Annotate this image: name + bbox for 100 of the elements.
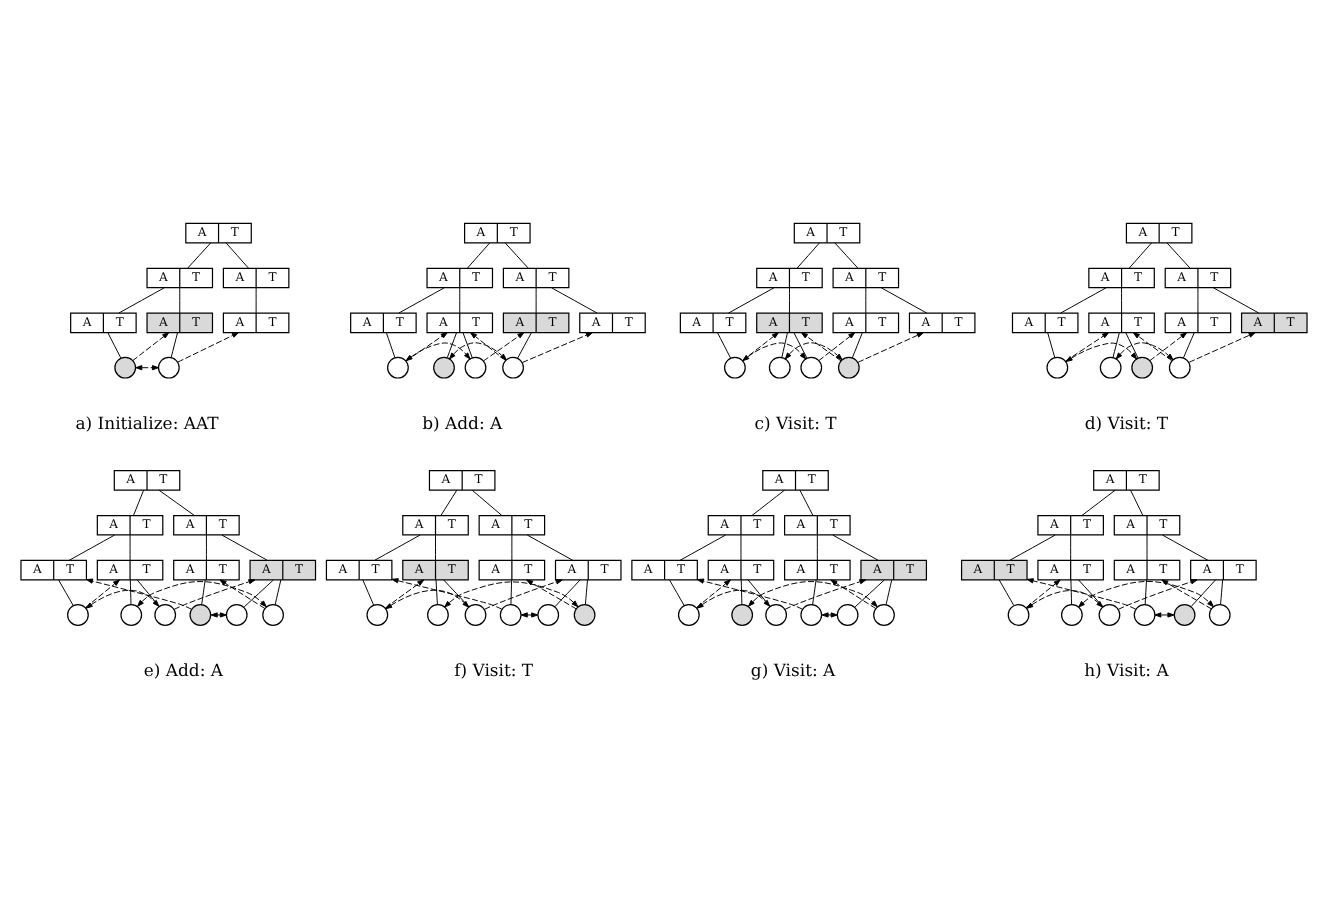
node-circle — [731, 603, 754, 625]
connector — [205, 533, 207, 560]
connector — [1047, 331, 1056, 357]
connector — [398, 286, 445, 313]
node-circle — [433, 355, 455, 378]
arrow — [748, 580, 878, 607]
node-circle — [67, 603, 89, 625]
connector — [201, 578, 206, 605]
connector — [243, 578, 274, 607]
node-circle — [873, 603, 895, 625]
connector — [747, 578, 771, 606]
arrow — [384, 578, 425, 608]
node-circle — [768, 355, 791, 378]
node-circle — [157, 355, 180, 378]
arrow — [132, 331, 170, 361]
connector — [1130, 488, 1144, 515]
arrow — [135, 364, 159, 370]
node-circle — [765, 603, 788, 625]
arrow — [405, 331, 448, 361]
connector — [1070, 578, 1073, 605]
node-circle — [502, 355, 524, 378]
label: f) Visit: T — [454, 658, 534, 679]
arrow — [526, 578, 577, 609]
connector — [107, 331, 122, 358]
connector — [1125, 331, 1139, 358]
node-circle — [1173, 603, 1196, 625]
connector — [1182, 331, 1195, 358]
arrow — [521, 331, 593, 362]
node-circle — [573, 603, 596, 625]
node-circle — [537, 603, 560, 625]
connector — [136, 578, 160, 606]
label: e) Add: A — [143, 658, 224, 679]
arrow — [695, 578, 731, 608]
node-circle — [724, 355, 746, 378]
node-circle — [836, 603, 859, 625]
arrow — [1026, 589, 1104, 608]
connector — [865, 286, 867, 313]
connector — [816, 533, 818, 560]
node-circle — [154, 603, 177, 625]
arrow — [1026, 577, 1137, 609]
connector — [1190, 578, 1217, 606]
connector — [471, 488, 503, 515]
connector — [170, 331, 179, 357]
connector — [812, 578, 817, 605]
connector — [1197, 286, 1199, 313]
node-circle — [464, 355, 487, 378]
label: c) Visit: T — [754, 411, 837, 432]
node-circle — [677, 603, 700, 625]
arrow — [821, 611, 838, 617]
connector — [796, 241, 820, 268]
connector — [851, 331, 863, 358]
connector — [462, 331, 473, 357]
arrow — [1161, 578, 1212, 609]
connector — [459, 286, 461, 313]
connector — [1121, 286, 1123, 313]
arrow — [84, 578, 120, 608]
arrow — [470, 331, 506, 360]
connector — [554, 578, 581, 607]
connector — [221, 533, 268, 560]
connector — [793, 331, 808, 358]
node-circle — [366, 603, 389, 625]
arrow — [1064, 331, 1110, 361]
arrow — [830, 578, 877, 608]
node-circle — [464, 603, 487, 625]
arrow — [520, 611, 539, 617]
arrow — [1117, 578, 1198, 609]
connector — [740, 533, 742, 560]
connector — [1060, 286, 1107, 313]
connector — [58, 578, 74, 605]
connector — [435, 578, 438, 605]
node-circle — [120, 603, 143, 625]
node-circle — [114, 355, 137, 378]
connector — [1144, 578, 1148, 605]
connector — [255, 286, 257, 313]
node-circle — [427, 603, 449, 625]
connector — [225, 241, 249, 268]
arrow — [741, 331, 779, 361]
node-circle — [800, 355, 823, 378]
node-circle — [1060, 603, 1083, 625]
connector — [885, 578, 893, 605]
label: g) Visit: A — [750, 658, 836, 679]
connector — [129, 533, 131, 560]
connector — [179, 286, 181, 313]
node-circle — [1098, 603, 1121, 625]
connector — [274, 578, 282, 605]
connector — [374, 533, 421, 560]
connector — [679, 533, 726, 560]
arrow — [1154, 611, 1175, 617]
node-circle — [1208, 603, 1231, 625]
arrow — [1188, 331, 1256, 362]
connector — [740, 578, 743, 605]
connector — [526, 533, 574, 560]
label: d) Visit: T — [1084, 411, 1169, 432]
arrow — [449, 341, 507, 360]
connector — [187, 241, 212, 268]
connector — [998, 578, 1015, 605]
connector — [551, 286, 598, 313]
arrow — [177, 331, 239, 362]
connector — [799, 488, 814, 515]
connector — [788, 286, 790, 313]
